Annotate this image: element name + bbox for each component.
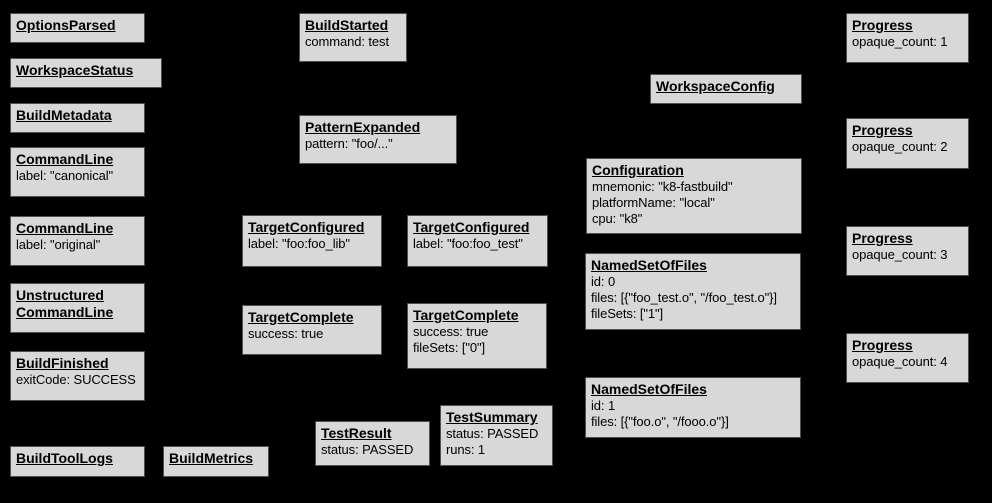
- node-field-line: fileSets: ["1"]: [591, 306, 664, 321]
- node-title: TargetComplete: [413, 307, 519, 323]
- node-command-line-original: CommandLine label: "original": [10, 216, 145, 266]
- node-workspace-status: WorkspaceStatus: [10, 58, 162, 88]
- node-field-line: pattern: "foo/...": [305, 136, 393, 151]
- node-field-line: label: "foo:foo_lib": [248, 236, 350, 251]
- node-field-line: id: 0: [591, 274, 616, 289]
- node-title: TargetComplete: [248, 309, 354, 325]
- node-field-line: files: [{"foo.o", "/fooo.o"}]: [591, 414, 729, 429]
- node-target-configured-foo-lib: TargetConfigured label: "foo:foo_lib": [242, 215, 382, 267]
- node-field-line: fileSets: ["0"]: [413, 340, 486, 355]
- node-title: Progress: [852, 337, 913, 353]
- node-field-line: platformName: "local": [592, 195, 715, 210]
- node-target-complete-foo-lib: TargetComplete success: true: [242, 305, 382, 355]
- node-progress-2: Progress opaque_count: 2: [846, 118, 969, 169]
- node-title: BuildToolLogs: [16, 450, 113, 466]
- node-command-line-canonical: CommandLine label: "canonical": [10, 147, 145, 197]
- node-pattern-expanded: PatternExpanded pattern: "foo/...": [299, 115, 457, 164]
- node-title: CommandLine: [16, 220, 114, 236]
- node-build-metrics: BuildMetrics: [163, 446, 269, 477]
- node-title: Progress: [852, 17, 913, 33]
- node-target-complete-foo-test: TargetComplete success: true fileSets: […: [407, 303, 547, 369]
- node-configuration: Configuration mnemonic: "k8-fastbuild" p…: [586, 158, 802, 234]
- node-field-line: runs: 1: [446, 442, 486, 457]
- node-field-line: opaque_count: 2: [852, 139, 948, 154]
- node-title: Unstructured CommandLine: [16, 287, 114, 320]
- node-build-started: BuildStarted command: test: [299, 13, 407, 62]
- node-field-line: id: 1: [591, 398, 616, 413]
- node-progress-1: Progress opaque_count: 1: [846, 13, 969, 63]
- node-field-line: status: PASSED: [321, 442, 414, 457]
- node-title: NamedSetOfFiles: [591, 381, 707, 397]
- node-field-line: label: "canonical": [16, 168, 114, 183]
- node-progress-3: Progress opaque_count: 3: [846, 226, 969, 276]
- node-title: BuildFinished: [16, 355, 109, 371]
- node-build-tool-logs: BuildToolLogs: [10, 446, 145, 477]
- node-title: TargetConfigured: [413, 219, 530, 235]
- node-field-line: success: true: [413, 324, 489, 339]
- node-field-line: files: [{"foo_test.o", "/foo_test.o"}]: [591, 290, 777, 305]
- node-title: NamedSetOfFiles: [591, 257, 707, 273]
- node-title: WorkspaceConfig: [656, 78, 775, 94]
- node-build-finished: BuildFinished exitCode: SUCCESS: [10, 351, 145, 401]
- node-options-parsed: OptionsParsed: [10, 13, 145, 43]
- node-title: TestResult: [321, 425, 392, 441]
- node-title: OptionsParsed: [16, 17, 116, 33]
- node-field-line: status: PASSED: [446, 426, 539, 441]
- node-field-line: label: "original": [16, 237, 101, 252]
- node-named-set-of-files-0: NamedSetOfFiles id: 0 files: [{"foo_test…: [585, 253, 801, 330]
- node-progress-4: Progress opaque_count: 4: [846, 333, 969, 383]
- node-field-line: opaque_count: 1: [852, 34, 948, 49]
- node-field-line: mnemonic: "k8-fastbuild": [592, 179, 733, 194]
- node-title: WorkspaceStatus: [16, 62, 134, 78]
- node-field-line: success: true: [248, 326, 324, 341]
- node-build-metadata: BuildMetadata: [10, 103, 145, 133]
- node-unstructured-command-line: Unstructured CommandLine: [10, 283, 145, 333]
- node-title: BuildMetrics: [169, 450, 254, 466]
- node-field-line: opaque_count: 3: [852, 247, 948, 262]
- node-workspace-config: WorkspaceConfig: [650, 74, 802, 104]
- node-title: CommandLine: [16, 151, 114, 167]
- node-title: TargetConfigured: [248, 219, 365, 235]
- node-title: BuildMetadata: [16, 107, 112, 123]
- node-title: Progress: [852, 230, 913, 246]
- node-test-result: TestResult status: PASSED: [315, 421, 430, 466]
- node-field-line: command: test: [305, 34, 389, 49]
- node-field-line: label: "foo:foo_test": [413, 236, 523, 251]
- node-title: Configuration: [592, 162, 684, 178]
- node-title: PatternExpanded: [305, 119, 421, 135]
- node-test-summary: TestSummary status: PASSED runs: 1: [440, 405, 553, 466]
- node-title: BuildStarted: [305, 17, 389, 33]
- node-field-line: exitCode: SUCCESS: [16, 372, 136, 387]
- node-title: TestSummary: [446, 409, 538, 425]
- node-title: Progress: [852, 122, 913, 138]
- node-field-line: cpu: "k8": [592, 211, 643, 226]
- node-field-line: opaque_count: 4: [852, 354, 948, 369]
- node-target-configured-foo-test: TargetConfigured label: "foo:foo_test": [407, 215, 548, 267]
- node-named-set-of-files-1: NamedSetOfFiles id: 1 files: [{"foo.o", …: [585, 377, 801, 438]
